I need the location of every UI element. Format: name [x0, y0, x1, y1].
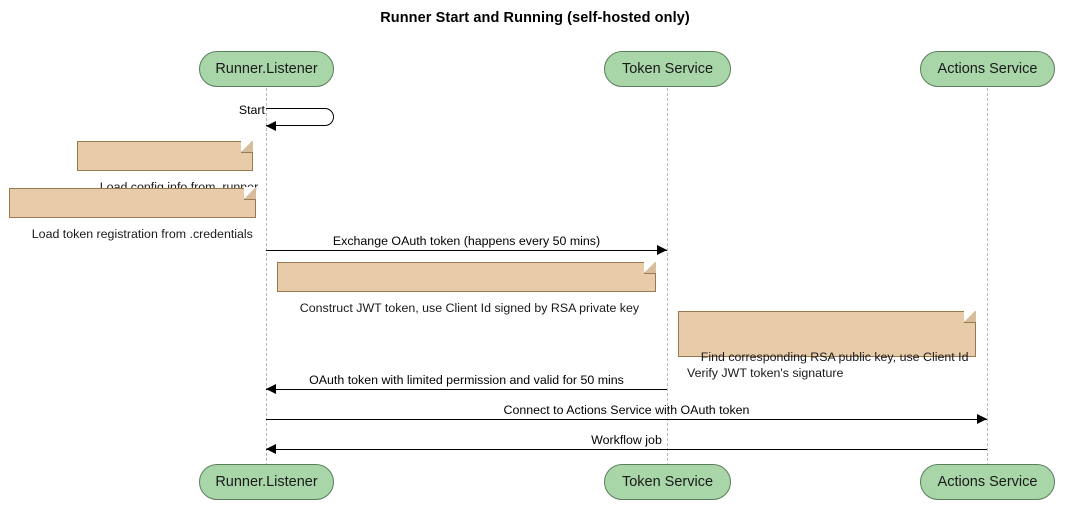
- message-oauth-token-return-arrowhead: [266, 384, 276, 394]
- message-workflow-job-label: Workflow job: [591, 433, 662, 447]
- note-load-config: Load config info from .runner: [77, 140, 258, 194]
- participant-token-top-label: Token Service: [621, 61, 714, 77]
- diagram-title: Runner Start and Running (self-hosted on…: [380, 10, 690, 26]
- participant-runner-bottom[interactable]: Runner.Listener: [199, 464, 334, 500]
- note-verify-jwt: Find corresponding RSA public key, use C…: [678, 310, 976, 380]
- participant-runner-top-label: Runner.Listener: [215, 61, 318, 77]
- note-fold-icon: [644, 261, 656, 274]
- note-load-token-registration: Load token registration from .credential…: [9, 187, 256, 241]
- note-fold-icon: [241, 140, 253, 153]
- participant-runner-top[interactable]: Runner.Listener: [199, 51, 334, 87]
- participant-actions-top[interactable]: Actions Service: [920, 51, 1055, 87]
- note-load-token-registration-text: Load token registration from .credential…: [31, 227, 253, 241]
- participant-actions-bottom[interactable]: Actions Service: [920, 464, 1055, 500]
- participant-token-bottom[interactable]: Token Service: [604, 464, 731, 500]
- message-oauth-token-return-label: OAuth token with limited permission and …: [309, 373, 624, 387]
- participant-actions-top-label: Actions Service: [937, 61, 1038, 77]
- participant-token-bottom-label: Token Service: [621, 474, 714, 490]
- note-fold-icon: [964, 310, 976, 323]
- lifeline-actions: [987, 88, 988, 466]
- message-connect-actions-arrowhead: [977, 414, 987, 424]
- participant-runner-bottom-label: Runner.Listener: [215, 474, 318, 490]
- message-workflow-job-arrowhead: [266, 444, 276, 454]
- lifeline-runner: [266, 88, 267, 466]
- message-start-label: Start: [238, 103, 265, 117]
- message-connect-actions-line[interactable]: [266, 419, 987, 420]
- message-start-loop[interactable]: [266, 108, 334, 126]
- note-verify-jwt-text: Find corresponding RSA public key, use C…: [687, 350, 969, 380]
- message-exchange-token-arrowhead: [657, 245, 667, 255]
- message-start-arrowhead: [266, 121, 276, 131]
- message-oauth-token-return-line[interactable]: [266, 389, 667, 390]
- participant-token-top[interactable]: Token Service: [604, 51, 731, 87]
- message-workflow-job-line[interactable]: [266, 449, 987, 450]
- message-connect-actions-label: Connect to Actions Service with OAuth to…: [503, 403, 750, 417]
- message-exchange-token-line[interactable]: [266, 250, 667, 251]
- lifeline-token: [667, 88, 668, 466]
- note-fold-icon: [244, 187, 256, 200]
- note-construct-jwt-text: Construct JWT token, use Client Id signe…: [299, 301, 640, 315]
- participant-actions-bottom-label: Actions Service: [937, 474, 1038, 490]
- message-exchange-token-label: Exchange OAuth token (happens every 50 m…: [332, 234, 601, 248]
- note-construct-jwt: Construct JWT token, use Client Id signe…: [277, 261, 656, 315]
